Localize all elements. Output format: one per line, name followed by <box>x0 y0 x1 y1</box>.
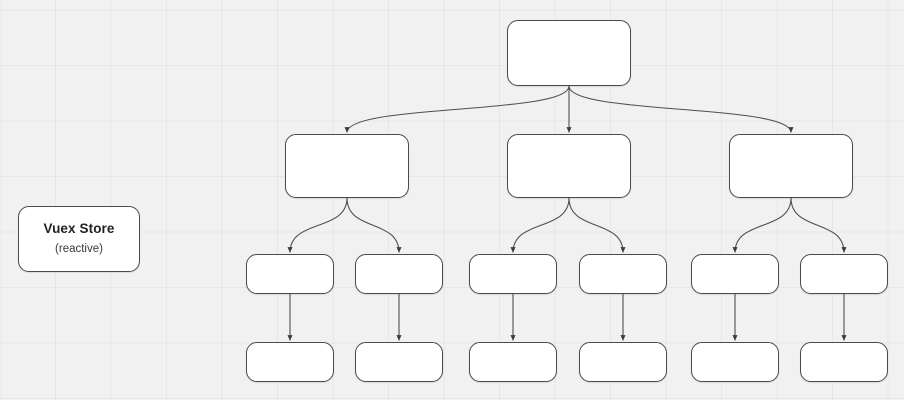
node-l2-a[interactable] <box>285 134 409 198</box>
edge-root-to-l2-c <box>568 85 794 133</box>
node-l4-a2[interactable] <box>355 342 443 382</box>
node-l4-c2[interactable] <box>800 342 888 382</box>
node-l2-b[interactable] <box>507 134 631 198</box>
node-l3-c2[interactable] <box>800 254 888 294</box>
node-l4-b2[interactable] <box>579 342 667 382</box>
node-l4-c1[interactable] <box>691 342 779 382</box>
node-l4-b1[interactable] <box>469 342 557 382</box>
edge-l2-a-to-l3-a2 <box>346 197 402 253</box>
node-subtitle: (reactive) <box>55 242 103 255</box>
node-root[interactable] <box>507 20 631 86</box>
node-l3-c1[interactable] <box>691 254 779 294</box>
node-vuex-store[interactable]: Vuex Store (reactive) <box>18 206 140 272</box>
node-title: Vuex Store <box>43 221 115 237</box>
edge-l2-a-to-l3-a1 <box>287 197 348 253</box>
node-l3-a1[interactable] <box>246 254 334 294</box>
node-l3-a2[interactable] <box>355 254 443 294</box>
node-l3-b2[interactable] <box>579 254 667 294</box>
node-l2-c[interactable] <box>729 134 853 198</box>
edge-l2-c-to-l3-c2 <box>790 197 847 253</box>
edge-l2-c-to-l3-c1 <box>732 197 792 253</box>
edge-root-to-l2-a <box>344 85 570 133</box>
node-l4-a1[interactable] <box>246 342 334 382</box>
edge-l2-b-to-l3-b2 <box>568 197 626 253</box>
edge-l2-b-to-l3-b1 <box>510 197 570 253</box>
node-l3-b1[interactable] <box>469 254 557 294</box>
